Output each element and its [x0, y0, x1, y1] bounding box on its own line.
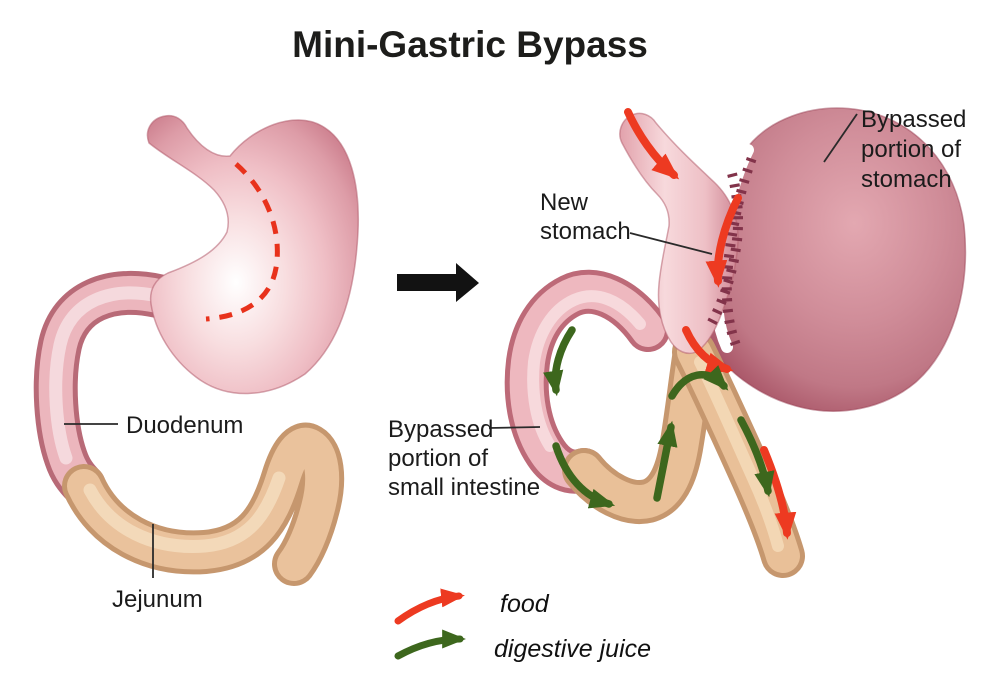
staple-tick: [742, 167, 753, 174]
staple-tick: [726, 268, 737, 274]
juice-arrow-ascending-limb: [653, 420, 678, 502]
staple-tick: [736, 188, 747, 195]
legend: food digestive juice: [394, 588, 651, 663]
staple-tick: [739, 178, 750, 184]
new-stomach: [619, 112, 739, 355]
staple-tick: [722, 276, 733, 280]
jejunum-tube: [62, 422, 345, 586]
juice-arrow-descending-limb: [737, 416, 775, 498]
new-stomach-label: New stomach: [540, 189, 631, 245]
food-legend-label: food: [500, 590, 550, 618]
bypassed-stomach-label: Bypassed portion of stomach: [861, 106, 973, 193]
jejunum-label: Jejunum: [112, 586, 203, 613]
staple-tick: [731, 237, 743, 242]
legend-item-food: food: [394, 588, 550, 625]
before-surgery-illustration: Duodenum Jejunum: [33, 114, 360, 613]
staple-tick: [728, 257, 740, 264]
transition-arrow-icon: [397, 263, 479, 302]
duodenum-highlight: [49, 286, 165, 465]
food-arrow-new-stomach: [705, 194, 742, 288]
juice-arrow-loop-bottom: [552, 442, 616, 509]
staple-tick: [712, 308, 723, 316]
staple-tick: [722, 308, 734, 313]
food-legend-arrow-icon: [394, 588, 465, 625]
stomach-body: [146, 114, 360, 395]
new-stomach-leader-line: [629, 232, 713, 255]
staple-tick: [724, 319, 735, 325]
staple-tick: [719, 288, 731, 295]
juice-legend-arrow-icon: [394, 629, 466, 660]
bypassed-duodenum-loop: [504, 269, 670, 494]
jejunum-highlight: [83, 471, 286, 553]
juice-flow-arrows: [543, 326, 775, 509]
food-arrow-esophagus: [624, 108, 680, 180]
food-arrow-descending-limb: [760, 446, 797, 540]
staple-tick: [723, 253, 735, 259]
loop-highlight: [527, 290, 646, 452]
duodenum-tube: [33, 271, 180, 508]
juice-arrow-loop-top: [543, 326, 576, 397]
page-title: Mini-Gastric Bypass: [292, 24, 648, 65]
staple-tick: [729, 339, 741, 347]
staple-tick: [729, 183, 740, 189]
staple-tick: [725, 243, 736, 248]
staple-tick: [726, 232, 738, 237]
staple-tick: [722, 298, 733, 302]
staple-tick: [722, 265, 734, 270]
after-surgery-illustration: New stomach Bypassed portion of stomach …: [388, 106, 973, 578]
ascending-limb-fill: [567, 341, 711, 519]
cut-line: [205, 162, 280, 322]
staple-tick: [727, 172, 738, 178]
staple-tick: [730, 247, 741, 253]
staple-tick: [726, 329, 738, 336]
juice-legend-label: digestive juice: [494, 635, 651, 663]
bypassed-intestine-leader-line: [488, 426, 541, 429]
staple-tick: [707, 317, 718, 326]
staple-tick: [745, 156, 757, 164]
bypassed-stomach-leader-line: [823, 113, 858, 163]
duodenum-label: Duodenum: [126, 412, 243, 439]
legend-item-digestive-juice: digestive juice: [394, 629, 651, 663]
juice-arrow-junction: [668, 365, 729, 400]
bypassed-intestine-label: Bypassed portion of small intestine: [388, 416, 540, 501]
staple-tick: [716, 298, 727, 305]
